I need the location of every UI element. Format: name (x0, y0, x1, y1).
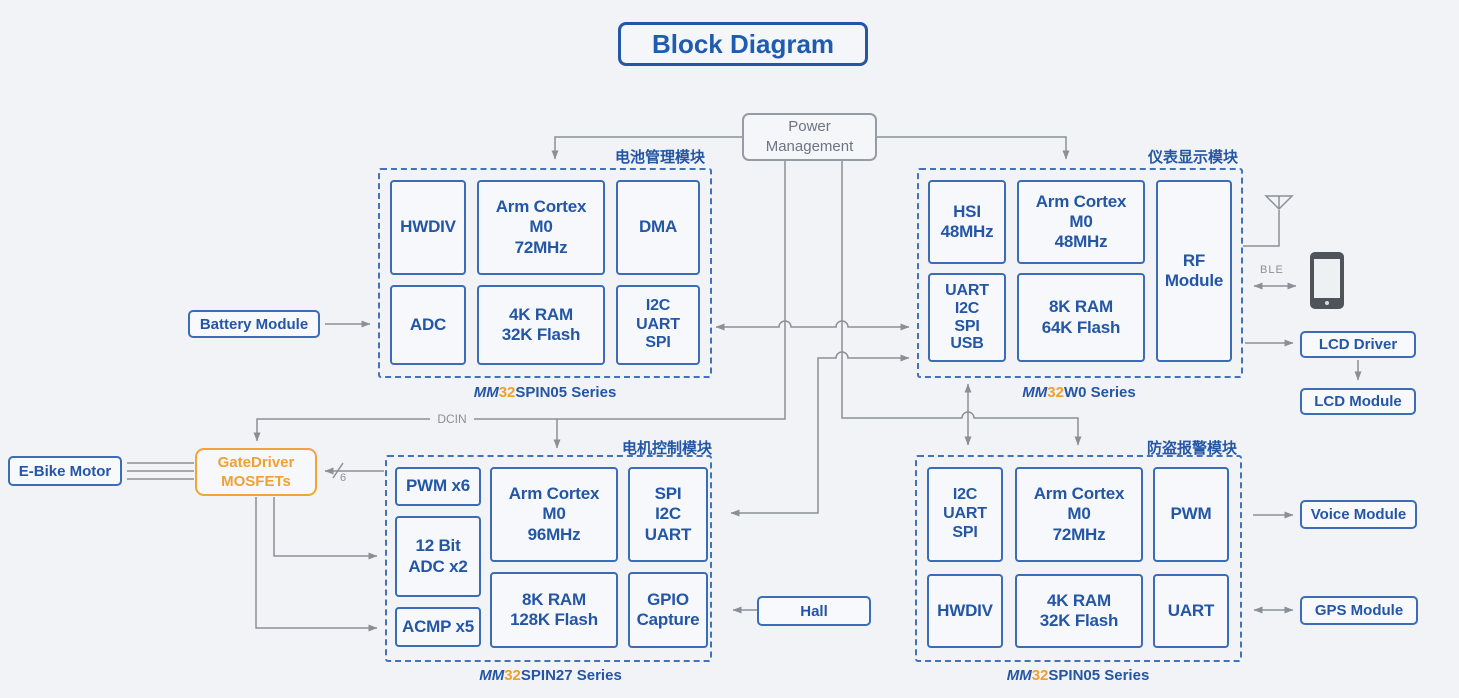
cell-display-comms: UART I2C SPI USB (928, 273, 1006, 362)
series-mm: MM (1006, 667, 1032, 684)
cell-motor-adc: 12 Bit ADC x2 (395, 516, 481, 597)
series-num: 32 (504, 667, 521, 684)
series-rest: SPIN27 Series (520, 667, 622, 684)
cell-motor-comms: SPI I2C UART (628, 467, 708, 562)
series-mm: MM (473, 384, 499, 401)
series-num: 32 (1047, 384, 1064, 401)
cell-battery-dma: DMA (616, 180, 700, 275)
cell-alarm-pwm: PWM (1153, 467, 1229, 562)
power-management-box: Power Management (742, 113, 877, 161)
cell-alarm-memory: 4K RAM 32K Flash (1015, 574, 1143, 648)
series-num: 32 (1031, 667, 1049, 684)
cell-alarm-cortex: Arm Cortex M0 72MHz (1015, 467, 1143, 562)
cell-display-memory: 8K RAM 64K Flash (1017, 273, 1145, 362)
cell-motor-memory: 8K RAM 128K Flash (490, 572, 618, 648)
cell-battery-memory: 4K RAM 32K Flash (477, 285, 605, 365)
voice-module-box: Voice Module (1300, 500, 1417, 529)
hall-box: Hall (757, 596, 871, 626)
cell-display-rf: RF Module (1156, 180, 1232, 362)
dcin-label: DCIN (430, 412, 474, 426)
cell-motor-gpio: GPIO Capture (628, 572, 708, 648)
page-title: Block Diagram (618, 22, 868, 66)
line-pm-to-battery (551, 136, 744, 160)
line-pm-dcin-to-gatedriver (253, 161, 786, 442)
series-label-display: MM32W0 Series (999, 384, 1159, 401)
series-rest: SPIN05 Series (515, 384, 617, 401)
module-title-display: 仪表显示模块 (1147, 149, 1238, 166)
cell-battery-adc: ADC (390, 285, 466, 365)
phone-icon (1310, 252, 1344, 309)
lcd-driver-box: LCD Driver (1300, 331, 1416, 358)
cell-alarm-uart: UART (1153, 574, 1229, 648)
cell-battery-cortex: Arm Cortex M0 72MHz (477, 180, 605, 275)
series-rest: SPIN05 Series (1048, 667, 1150, 684)
module-title-battery: 电池管理模块 (614, 149, 705, 166)
cell-motor-acmp: ACMP x5 (395, 607, 481, 647)
gatedriver-mosfets-box: GateDriver MOSFETs (195, 448, 317, 496)
line-motor-display-link (730, 351, 910, 517)
cell-battery-comms: I2C UART SPI (616, 285, 700, 365)
series-label-battery: MM32SPIN05 Series (465, 384, 625, 401)
line-battery-display-link (715, 320, 910, 331)
module-title-motor: 电机控制模块 (621, 440, 712, 457)
series-label-alarm: MM32SPIN05 Series (998, 667, 1158, 684)
series-rest: W0 Series (1063, 384, 1136, 401)
module-motor-control (385, 455, 712, 662)
module-title-alarm: 防盗报警模块 (1146, 440, 1237, 457)
module-battery-management (378, 168, 712, 378)
line-rf-to-antenna (1243, 210, 1280, 247)
line-gatedriver-to-acmp (255, 497, 378, 632)
cell-display-hsi: HSI 48MHz (928, 180, 1006, 264)
module-antitheft-alarm (915, 455, 1242, 662)
phone-home-dot (1325, 301, 1329, 305)
cell-motor-cortex: Arm Cortex M0 96MHz (490, 467, 618, 562)
series-mm: MM (479, 667, 505, 684)
cell-display-cortex: Arm Cortex M0 48MHz (1017, 180, 1145, 264)
gps-module-box: GPS Module (1300, 596, 1418, 625)
bus-width-label: 6 (340, 472, 347, 484)
line-pm-to-display (877, 136, 1070, 160)
line-gatedriver-to-adc (273, 497, 378, 560)
series-num: 32 (498, 384, 516, 401)
cell-alarm-hwdiv: HWDIV (927, 574, 1003, 648)
cell-battery-hwdiv: HWDIV (390, 180, 466, 275)
module-instrument-display (917, 168, 1243, 378)
phone-screen (1314, 259, 1340, 298)
cell-motor-pwm: PWM x6 (395, 467, 481, 506)
series-mm: MM (1022, 384, 1048, 401)
ebike-motor-box: E-Bike Motor (8, 456, 122, 486)
lcd-module-box: LCD Module (1300, 388, 1416, 415)
battery-module-box: Battery Module (188, 310, 320, 338)
antenna-icon (1264, 195, 1294, 211)
ble-label: BLE (1260, 264, 1284, 276)
cell-alarm-comms: I2C UART SPI (927, 467, 1003, 562)
series-label-motor: MM32SPIN27 Series (468, 667, 633, 684)
bus-width-slash (332, 462, 344, 479)
